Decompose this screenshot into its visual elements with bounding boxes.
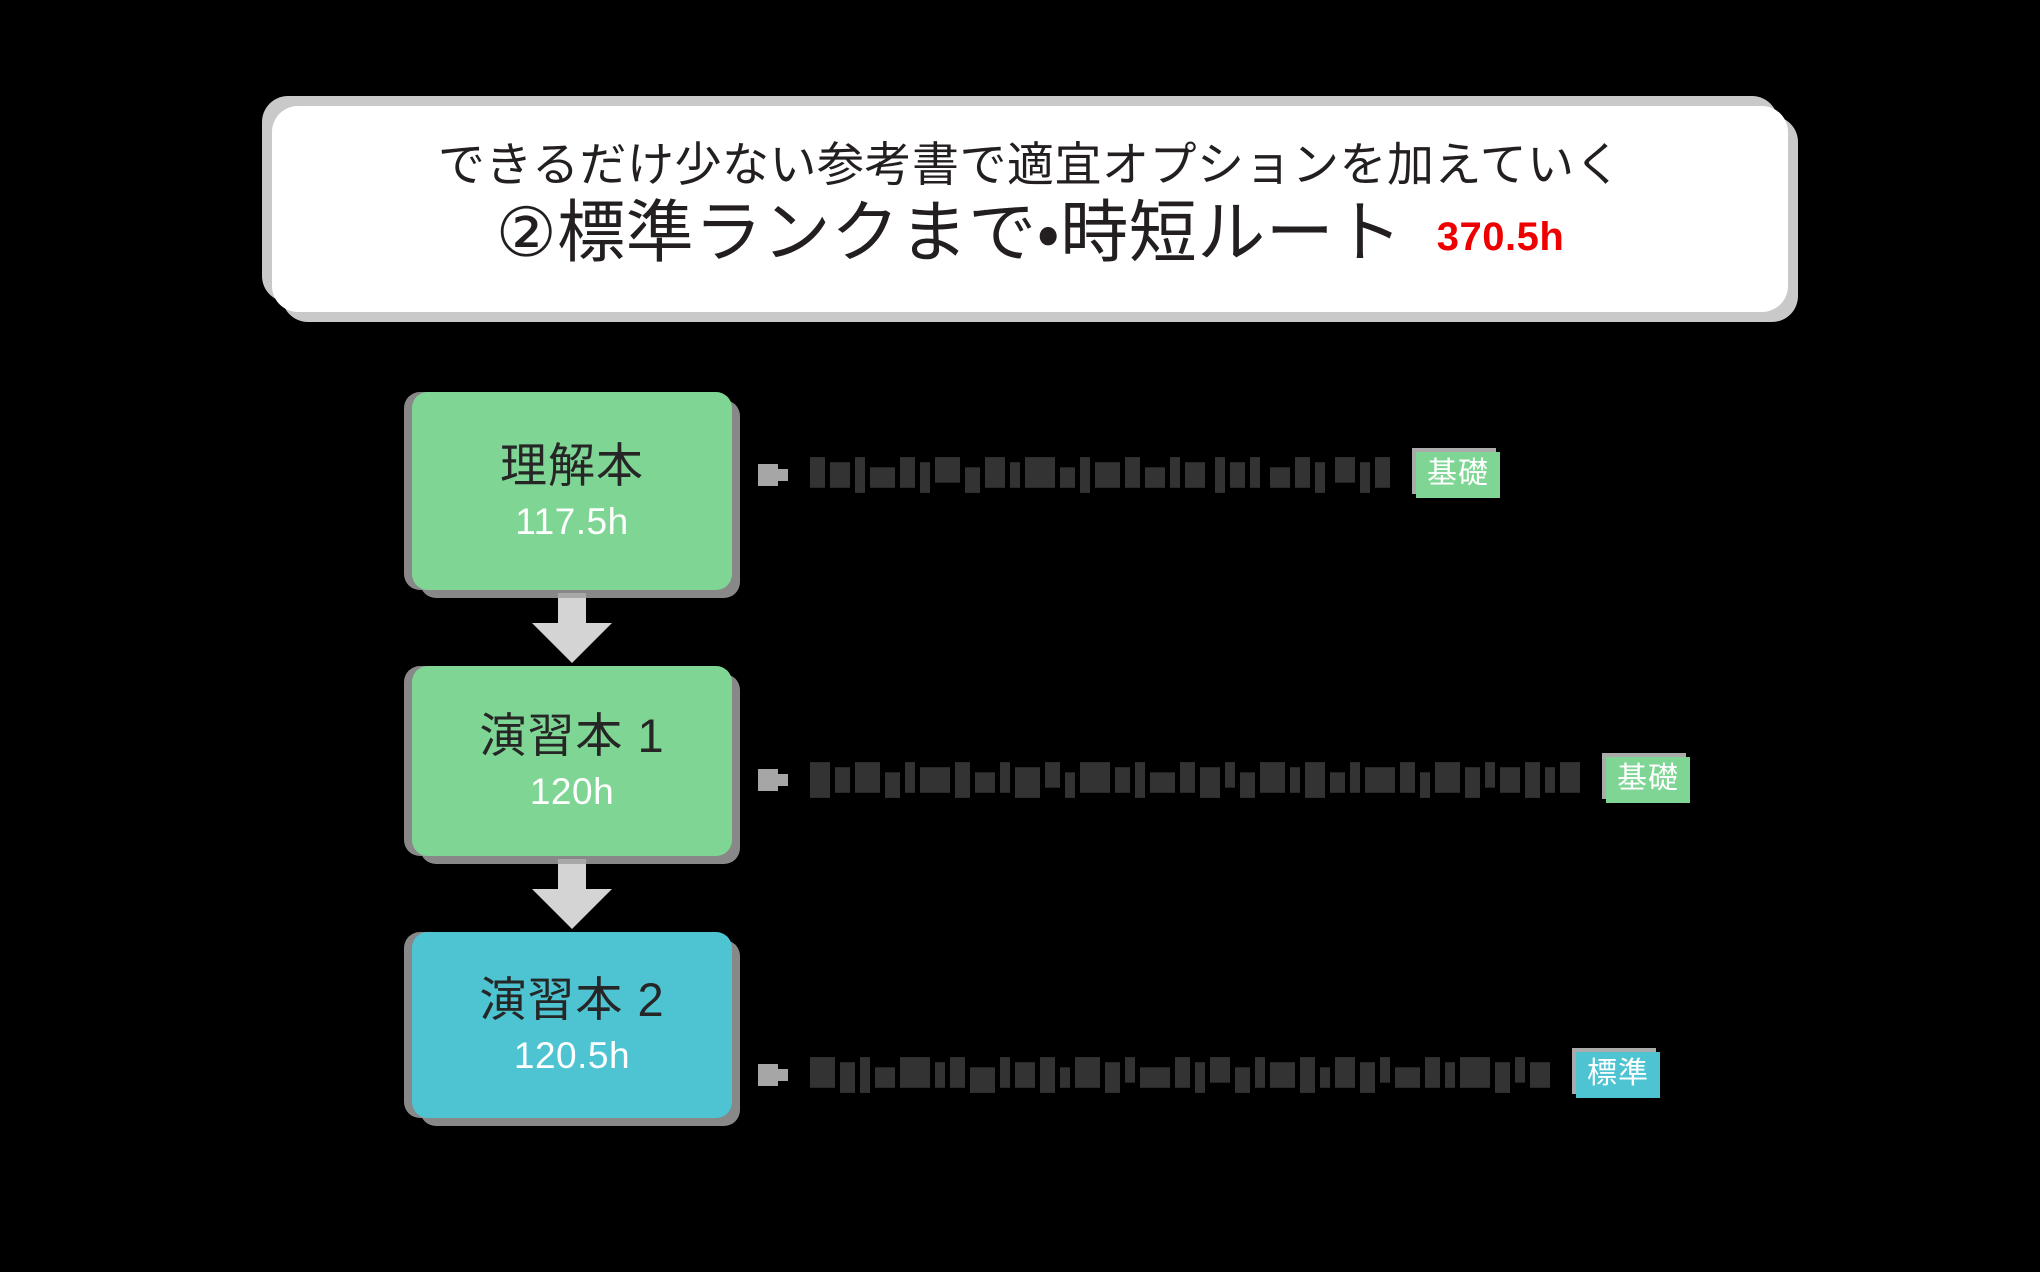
book-title-redacted [810, 762, 1580, 798]
flow-step-2[interactable]: 演習本 1 120h [412, 666, 732, 856]
flow-step-3-label: 演習本 2 [479, 972, 665, 1026]
bullet-marker-icon [758, 1064, 788, 1086]
rank-badge: 基礎 [1606, 757, 1690, 803]
arrow-down-icon-1 [412, 590, 732, 666]
bullet-marker-icon [758, 464, 788, 486]
book-row[interactable]: 基礎 [756, 745, 1690, 815]
book-title-redacted [810, 457, 1390, 493]
flow-step-2-label: 演習本 1 [479, 708, 665, 762]
bullet-marker-icon [758, 769, 788, 791]
flow-step-3[interactable]: 演習本 2 120.5h [412, 932, 732, 1118]
flow-step-1[interactable]: 理解本 117.5h [412, 392, 732, 590]
book-row[interactable]: 標準 [756, 1040, 1660, 1110]
book-title-redacted [810, 1057, 1550, 1093]
flow-step-3-hours: 120.5h [513, 1034, 631, 1076]
flow-step-2-hours: 120h [529, 770, 615, 812]
total-hours-badge: 370.5h [1436, 214, 1565, 259]
book-row[interactable]: 基礎 [756, 440, 1500, 510]
flow-step-1-label: 理解本 [500, 438, 644, 492]
header-banner: できるだけ少ない参考書で適宜オプションを加えていく ②標準ランクまで・時短ルート… [272, 106, 1788, 312]
flow-column: 理解本 117.5h 演習本 1 120h 演習本 2 120.5h [412, 392, 732, 1118]
rank-badge: 標準 [1576, 1052, 1660, 1098]
header-subtitle: できるだけ少ない参考書で適宜オプションを加えていく [437, 138, 1623, 192]
arrow-down-icon-2 [412, 856, 732, 932]
book-list: 基礎 [756, 0, 2016, 1272]
rank-badge: 基礎 [1416, 452, 1500, 498]
header-title-row: ②標準ランクまで・時短ルート 370.5h [496, 196, 1565, 271]
flow-step-1-hours: 117.5h [515, 500, 629, 542]
page-title: ②標準ランクまで・時短ルート [495, 194, 1403, 271]
